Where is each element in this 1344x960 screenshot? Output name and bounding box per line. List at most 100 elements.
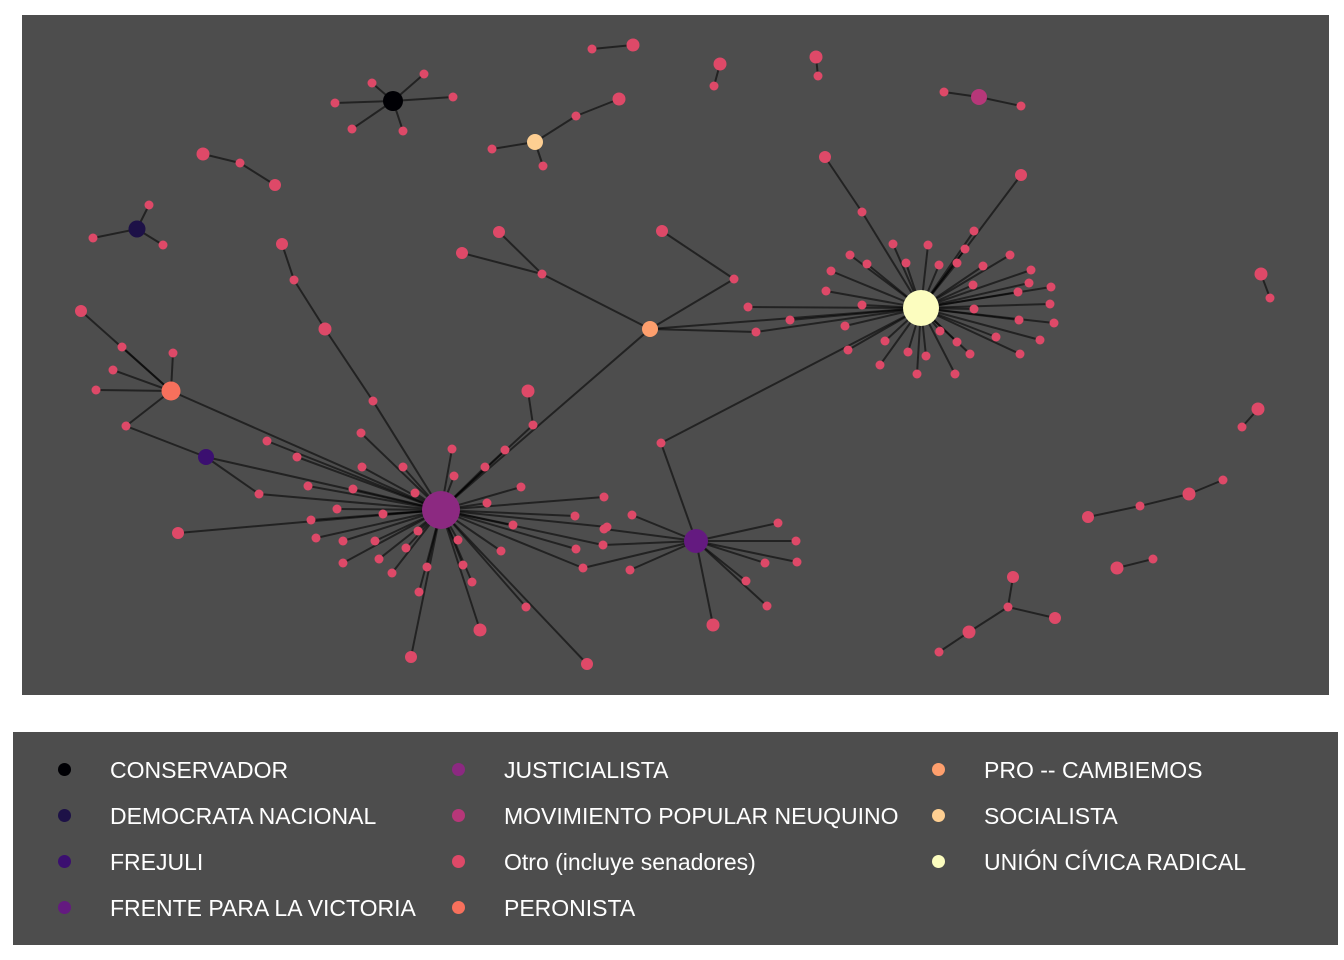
edge	[661, 230, 735, 280]
legend-label: PRO -- CAMBIEMOS	[984, 757, 1203, 783]
node	[383, 91, 403, 111]
node	[598, 540, 608, 550]
edge	[440, 509, 584, 569]
node	[1015, 169, 1027, 181]
node	[1218, 475, 1228, 485]
edge	[1139, 493, 1190, 507]
node	[862, 259, 872, 269]
node	[1045, 299, 1055, 309]
node	[729, 274, 739, 284]
legend-swatch	[452, 808, 465, 822]
node	[791, 536, 801, 546]
edge	[920, 286, 1052, 309]
node	[356, 428, 366, 438]
legend-swatch	[452, 854, 465, 868]
edge	[582, 540, 697, 569]
node	[785, 315, 795, 325]
node	[903, 347, 913, 357]
node	[172, 527, 184, 539]
node	[453, 535, 463, 545]
edge	[603, 528, 697, 542]
legend-label: SOCIALISTA	[984, 803, 1118, 829]
node	[709, 81, 719, 91]
edge	[440, 509, 577, 550]
legend-item-union-civica-radical: UNIÓN CÍVICA RADICAL	[932, 846, 1246, 876]
node	[254, 489, 264, 499]
edge	[602, 540, 697, 546]
node	[578, 563, 588, 573]
legend: CONSERVADOR DEMOCRATA NACIONAL FREJULI F…	[13, 732, 1338, 945]
edge	[440, 509, 604, 546]
edge	[205, 456, 260, 495]
edge	[440, 509, 608, 528]
edge	[920, 303, 1051, 309]
node	[969, 226, 979, 236]
node	[923, 240, 933, 250]
node	[1046, 282, 1056, 292]
node	[500, 445, 510, 455]
node	[857, 300, 867, 310]
node	[347, 124, 357, 134]
node	[1254, 267, 1268, 281]
legend-label: PERONISTA	[504, 895, 636, 921]
edge	[629, 540, 697, 571]
node	[843, 345, 853, 355]
edge	[695, 522, 779, 542]
node	[374, 554, 384, 564]
edge	[755, 307, 922, 333]
node	[760, 558, 770, 568]
edge	[410, 509, 442, 658]
node	[1035, 335, 1045, 345]
legend-item-socialista: SOCIALISTA	[932, 800, 1118, 830]
node	[599, 492, 609, 502]
legend-label: DEMOCRATA NACIONAL	[110, 803, 377, 829]
node	[198, 449, 214, 465]
legend-label: UNIÓN CÍVICA RADICAL	[984, 849, 1246, 875]
node	[338, 536, 348, 546]
node	[971, 89, 987, 105]
node	[527, 134, 543, 150]
node	[398, 126, 408, 136]
network-graph-panel	[22, 15, 1329, 695]
node	[269, 179, 281, 191]
edge	[372, 400, 442, 511]
edge	[591, 44, 634, 50]
node	[625, 565, 635, 575]
legend-item-pro-cambiemos: PRO -- CAMBIEMOS	[932, 754, 1203, 784]
node	[538, 161, 548, 171]
node	[821, 286, 831, 296]
node	[1024, 278, 1034, 288]
edge	[80, 310, 172, 392]
node	[75, 305, 87, 317]
node	[128, 220, 146, 238]
node	[952, 337, 962, 347]
legend-item-justicialista: JUSTICIALISTA	[452, 754, 668, 784]
node	[571, 544, 581, 554]
edge	[440, 509, 481, 631]
node	[318, 322, 332, 336]
node	[1110, 561, 1124, 575]
node	[875, 360, 885, 370]
node	[612, 92, 626, 106]
node	[792, 557, 802, 567]
node	[413, 526, 423, 536]
node	[903, 290, 939, 326]
edges	[80, 44, 1271, 665]
node	[508, 520, 518, 530]
node	[378, 509, 388, 519]
node	[303, 481, 313, 491]
node	[91, 385, 101, 395]
node	[684, 529, 708, 553]
node	[311, 533, 321, 543]
node	[934, 260, 944, 270]
node	[962, 625, 976, 639]
legend-swatch	[932, 808, 945, 822]
node	[978, 261, 988, 271]
node	[370, 536, 380, 546]
edge	[392, 96, 454, 102]
edge	[440, 496, 605, 511]
edge	[649, 328, 757, 333]
legend-item-frejuli: FREJULI	[58, 846, 203, 876]
node	[158, 240, 168, 250]
edge	[205, 456, 442, 511]
